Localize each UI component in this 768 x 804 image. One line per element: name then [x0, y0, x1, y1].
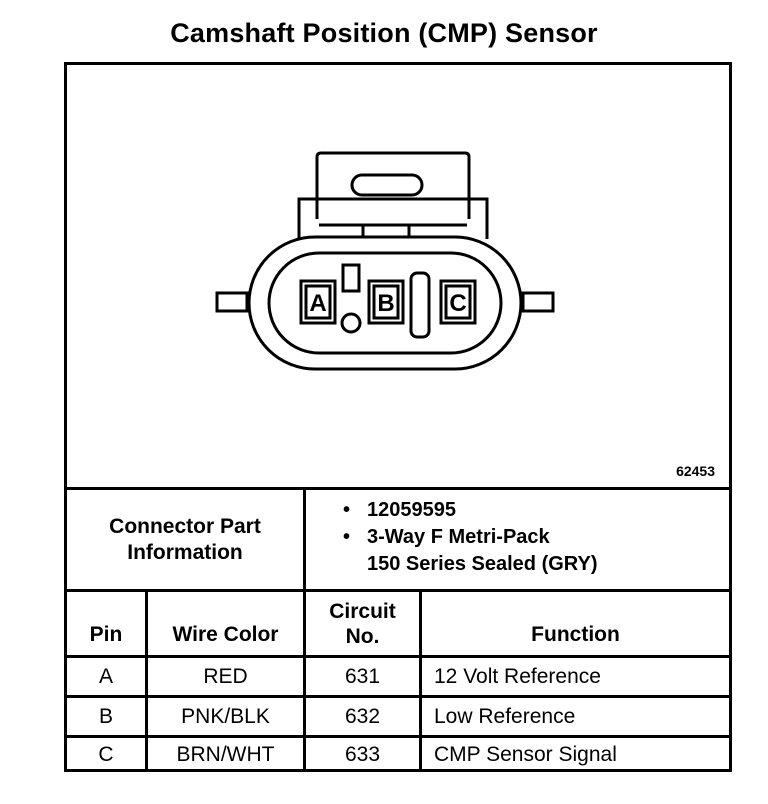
part-info-label: Connector Part Information	[109, 514, 261, 564]
header-circuit-no: Circuit No.	[329, 599, 396, 648]
table-cell-wire-color: BRN/WHT	[176, 743, 275, 766]
part-info-details: •12059595 •3-Way F Metri-Pack 150 Series…	[343, 497, 598, 578]
header-pin: Pin	[89, 623, 123, 646]
connector-inner-shell	[267, 251, 503, 355]
table-cell-function: CMP Sensor Signal	[434, 743, 617, 766]
divider	[67, 655, 729, 658]
figure-id: 62453	[676, 463, 715, 479]
connector-diagram: A B C	[215, 151, 555, 371]
table-cell-circuit: 631	[344, 664, 381, 688]
pin-cavity-c	[439, 279, 477, 325]
polarizing-key	[341, 263, 361, 293]
divider	[67, 487, 729, 490]
center-rib	[409, 271, 431, 339]
latch-post	[340, 312, 362, 334]
divider	[67, 695, 729, 698]
right-ear	[521, 291, 555, 313]
part-number-item: •12059595	[343, 499, 456, 521]
pin-label-a: A	[309, 290, 326, 317]
pin-label-c: C	[449, 290, 466, 317]
page-title: Camshaft Position (CMP) Sensor	[170, 18, 598, 48]
divider	[67, 589, 729, 592]
table-cell-pin: A	[98, 664, 113, 688]
table-cell-wire-color: PNK/BLK	[181, 704, 270, 728]
table-cell-circuit: 633	[344, 743, 381, 766]
header-function: Function	[531, 623, 620, 646]
part-description-item: •3-Way F Metri-Pack	[343, 526, 550, 548]
table-cell-pin: C	[98, 743, 114, 766]
divider	[419, 589, 422, 772]
connector-table-frame: A B C 62453 Connector Part Information •…	[64, 62, 732, 772]
left-ear	[215, 291, 249, 313]
connector-lock-tab	[315, 151, 471, 219]
part-description-line2: 150 Series Sealed (GRY)	[367, 553, 598, 575]
header-wire-color: Wire Color	[172, 623, 279, 646]
table-cell-function: 12 Volt Reference	[434, 664, 601, 688]
table-cell-circuit: 632	[344, 704, 381, 728]
divider	[145, 589, 148, 772]
table-cell-wire-color: RED	[203, 664, 248, 688]
divider	[67, 735, 729, 738]
divider	[303, 589, 306, 772]
pin-cavity-a	[299, 279, 337, 325]
table-cell-function: Low Reference	[434, 704, 576, 728]
lock-slot	[350, 173, 424, 197]
pin-cavity-b	[367, 279, 405, 325]
divider	[303, 487, 306, 589]
connector-outer-shell	[247, 235, 523, 371]
table-cell-pin: B	[98, 704, 113, 728]
pin-label-b: B	[377, 290, 394, 317]
